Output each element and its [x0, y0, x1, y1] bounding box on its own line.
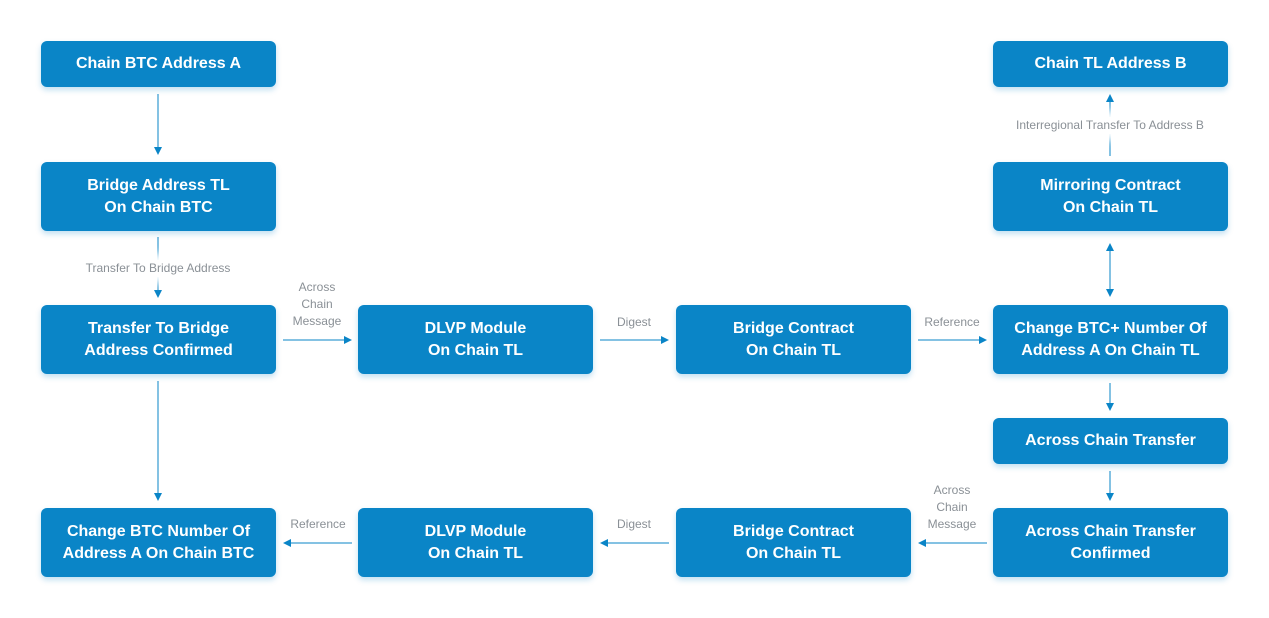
node-text: Address A On Chain BTC — [62, 544, 255, 562]
node-text: On Chain TL — [745, 544, 842, 562]
edge-label-text: Message — [927, 517, 977, 531]
node-text: Bridge Contract — [733, 522, 854, 540]
node-text: Transfer To Bridge — [87, 319, 230, 337]
edge-label-text: Chain — [936, 500, 968, 514]
node-text: On Chain TL — [427, 341, 524, 359]
node-text: Across Chain Transfer — [1025, 432, 1196, 449]
node-chain-btc-address-a: Chain BTC Address A — [41, 41, 276, 87]
edge-label-text: Transfer To Bridge Address — [85, 261, 231, 275]
node-text: Bridge Address TL — [87, 176, 230, 194]
edge-label-text: Across — [298, 280, 336, 294]
node-text: On Chain TL — [1062, 198, 1159, 216]
edge-label-reference-bottom: Reference — [278, 516, 358, 533]
node-across-chain-transfer: Across Chain Transfer — [993, 418, 1228, 464]
node-across-chain-confirmed: Across Chain Transfer Confirmed — [993, 508, 1228, 577]
node-text: Change BTC Number Of — [66, 522, 251, 540]
edge-label-text: Reference — [924, 315, 980, 329]
node-bridge-contract-top: Bridge Contract On Chain TL — [676, 305, 911, 374]
edge-label-text: Digest — [616, 517, 651, 531]
node-text: DLVP Module — [424, 319, 527, 337]
edge-label-text: Across — [933, 483, 971, 497]
node-change-btc-plus: Change BTC+ Number Of Address A On Chain… — [993, 305, 1228, 374]
node-dlvp-bottom: DLVP Module On Chain TL — [358, 508, 593, 577]
node-text: On Chain BTC — [104, 198, 213, 216]
edge-label-across-chain-message-bottom: Across Chain Message — [918, 482, 986, 533]
node-text: Change BTC+ Number Of — [1014, 319, 1207, 337]
node-text: Confirmed — [1070, 544, 1151, 562]
node-bridge-contract-bottom: Bridge Contract On Chain TL — [676, 508, 911, 577]
node-text: Chain TL Address B — [1034, 55, 1187, 72]
edge-label-text: Chain — [301, 297, 333, 311]
node-text: On Chain TL — [427, 544, 524, 562]
edge-label-digest-top: Digest — [600, 314, 668, 331]
edge-label-transfer-to-bridge: Transfer To Bridge Address — [68, 260, 248, 277]
node-bridge-address-tl: Bridge Address TL On Chain BTC — [41, 162, 276, 231]
node-dlvp-top: DLVP Module On Chain TL — [358, 305, 593, 374]
node-change-btc-number: Change BTC Number Of Address A On Chain … — [41, 508, 276, 577]
node-text: On Chain TL — [745, 341, 842, 359]
edge-label-digest-bottom: Digest — [600, 516, 668, 533]
edge-label-text: Message — [292, 314, 342, 328]
node-text: Address A On Chain TL — [1021, 341, 1200, 359]
edge-label-text: Digest — [616, 315, 651, 329]
edge-label-text: Reference — [290, 517, 346, 531]
edge-label-across-chain-message-top: Across Chain Message — [283, 279, 351, 330]
edge-label-text: Interregional Transfer To Address B — [1016, 118, 1204, 132]
node-transfer-confirmed: Transfer To Bridge Address Confirmed — [41, 305, 276, 374]
node-text: Bridge Contract — [733, 319, 854, 337]
node-text: Across Chain Transfer — [1025, 522, 1196, 540]
node-chain-tl-address-b: Chain TL Address B — [993, 41, 1228, 87]
node-text: Address Confirmed — [84, 341, 233, 359]
node-text: Chain BTC Address A — [75, 55, 242, 72]
node-mirroring-contract: Mirroring Contract On Chain TL — [993, 162, 1228, 231]
edge-label-interregional: Interregional Transfer To Address B — [995, 117, 1225, 134]
node-text: DLVP Module — [424, 522, 527, 540]
node-text: Mirroring Contract — [1040, 176, 1181, 194]
edge-label-reference-top: Reference — [912, 314, 992, 331]
